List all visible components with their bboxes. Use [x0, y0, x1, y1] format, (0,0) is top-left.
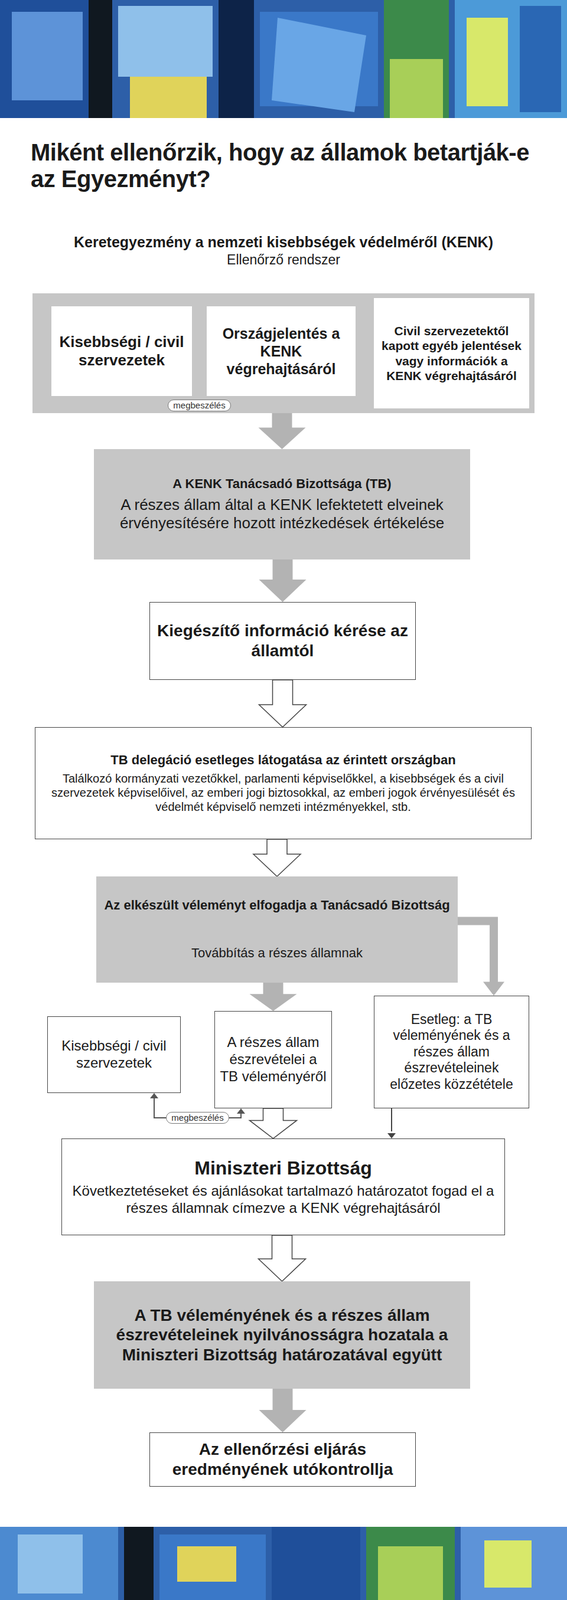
box-text: Miniszteri Bizottság [194, 1157, 372, 1181]
bent-connector [457, 921, 494, 986]
box-text: TB delegáció esetleges látogatása az éri… [110, 753, 456, 769]
box-text: Kiegészítő információ kérése az államtól [155, 621, 410, 661]
box-text: Civil szervezetektől kapott egyéb jelent… [378, 323, 525, 384]
block-arrow [259, 680, 307, 728]
input-band: Kisebbségi / civil szervezetek Országjele… [32, 293, 535, 414]
arrow-head [387, 1134, 396, 1140]
edge-label: megbeszélés [165, 1112, 229, 1125]
painting-band-top [0, 0, 567, 119]
process-box: A KENK Tanácsadó Bizottsága (TB) A részes… [93, 449, 471, 560]
block-arrow [249, 983, 298, 1012]
block-arrow [258, 413, 306, 450]
process-box: Kiegészítő információ kérése az államtól [149, 602, 416, 681]
arrow-head [483, 982, 505, 997]
block-arrow [258, 1236, 306, 1283]
process-box: Miniszteri BizottságKövetkeztetéseket és… [61, 1139, 505, 1237]
process-box: TB delegáció esetleges látogatása az éri… [34, 727, 532, 840]
process-box: Országjelentés a KENK végrehajtásáról [206, 306, 356, 397]
block-arrow [259, 559, 307, 603]
box-text: A KENK Tanácsadó Bizottsága (TB) [172, 476, 391, 492]
page-title: Miként ellenőrzik, hogy az államok betar… [30, 139, 545, 193]
process-box: Esetleg: a TB véleményének és a részes á… [373, 996, 530, 1110]
box-text: A TB véleményének és a részes állam észr… [100, 1306, 464, 1367]
process-box: A TB véleményének és a részes állam észr… [93, 1282, 471, 1390]
box-text: A részes állam észrevételei a TB vélemén… [219, 1034, 327, 1086]
box-body: A részes állam által a KENK lefektetett … [100, 496, 464, 533]
box-text: Kisebbségi / civil szervezetek [52, 1038, 176, 1073]
edge-label: megbeszélés [167, 399, 231, 412]
box-text: Az ellenőrzési eljárás eredményének utók… [153, 1440, 412, 1481]
process-box: Az ellenőrzési eljárás eredményének utók… [149, 1433, 416, 1488]
arrow-head [236, 1109, 246, 1115]
box-text: Az elkészült véleményt elfogadja a Tanác… [103, 898, 450, 914]
process-box: Az elkészült véleményt elfogadja a Tanác… [96, 877, 458, 984]
subtitle: Keretegyezmény a nemzeti kisebbségek véd… [5, 233, 562, 252]
process-box: Kisebbségi / civil szervezetek [47, 1017, 181, 1094]
box-body: Következtetéseket és ajánlásokat tartalm… [67, 1183, 499, 1218]
box-body: Találkozó kormányzati vezetőkkel, parlam… [41, 771, 526, 815]
process-box: Civil szervezetektől kapott egyéb jelent… [373, 298, 530, 409]
arrow-head [150, 1093, 159, 1100]
subtitle-line: Ellenőrző rendszer [5, 252, 562, 269]
block-arrow [249, 1109, 298, 1140]
painting-band-bottom [0, 1527, 567, 1600]
block-arrow [253, 839, 301, 878]
block-arrow [259, 1389, 307, 1434]
process-box: A részes állam észrevételei a TB vélemén… [214, 1011, 332, 1110]
box-text: Országjelentés a KENK végrehajtásáról [212, 324, 350, 378]
merge-line [390, 1109, 393, 1133]
box-text: Esetleg: a TB véleményének és a részes á… [379, 1012, 524, 1094]
process-box: Kisebbségi / civil szervezetek [51, 306, 192, 397]
box-text: Kisebbségi / civil szervezetek [57, 333, 187, 370]
box-body: Továbbítás a részes államnak [191, 946, 363, 962]
